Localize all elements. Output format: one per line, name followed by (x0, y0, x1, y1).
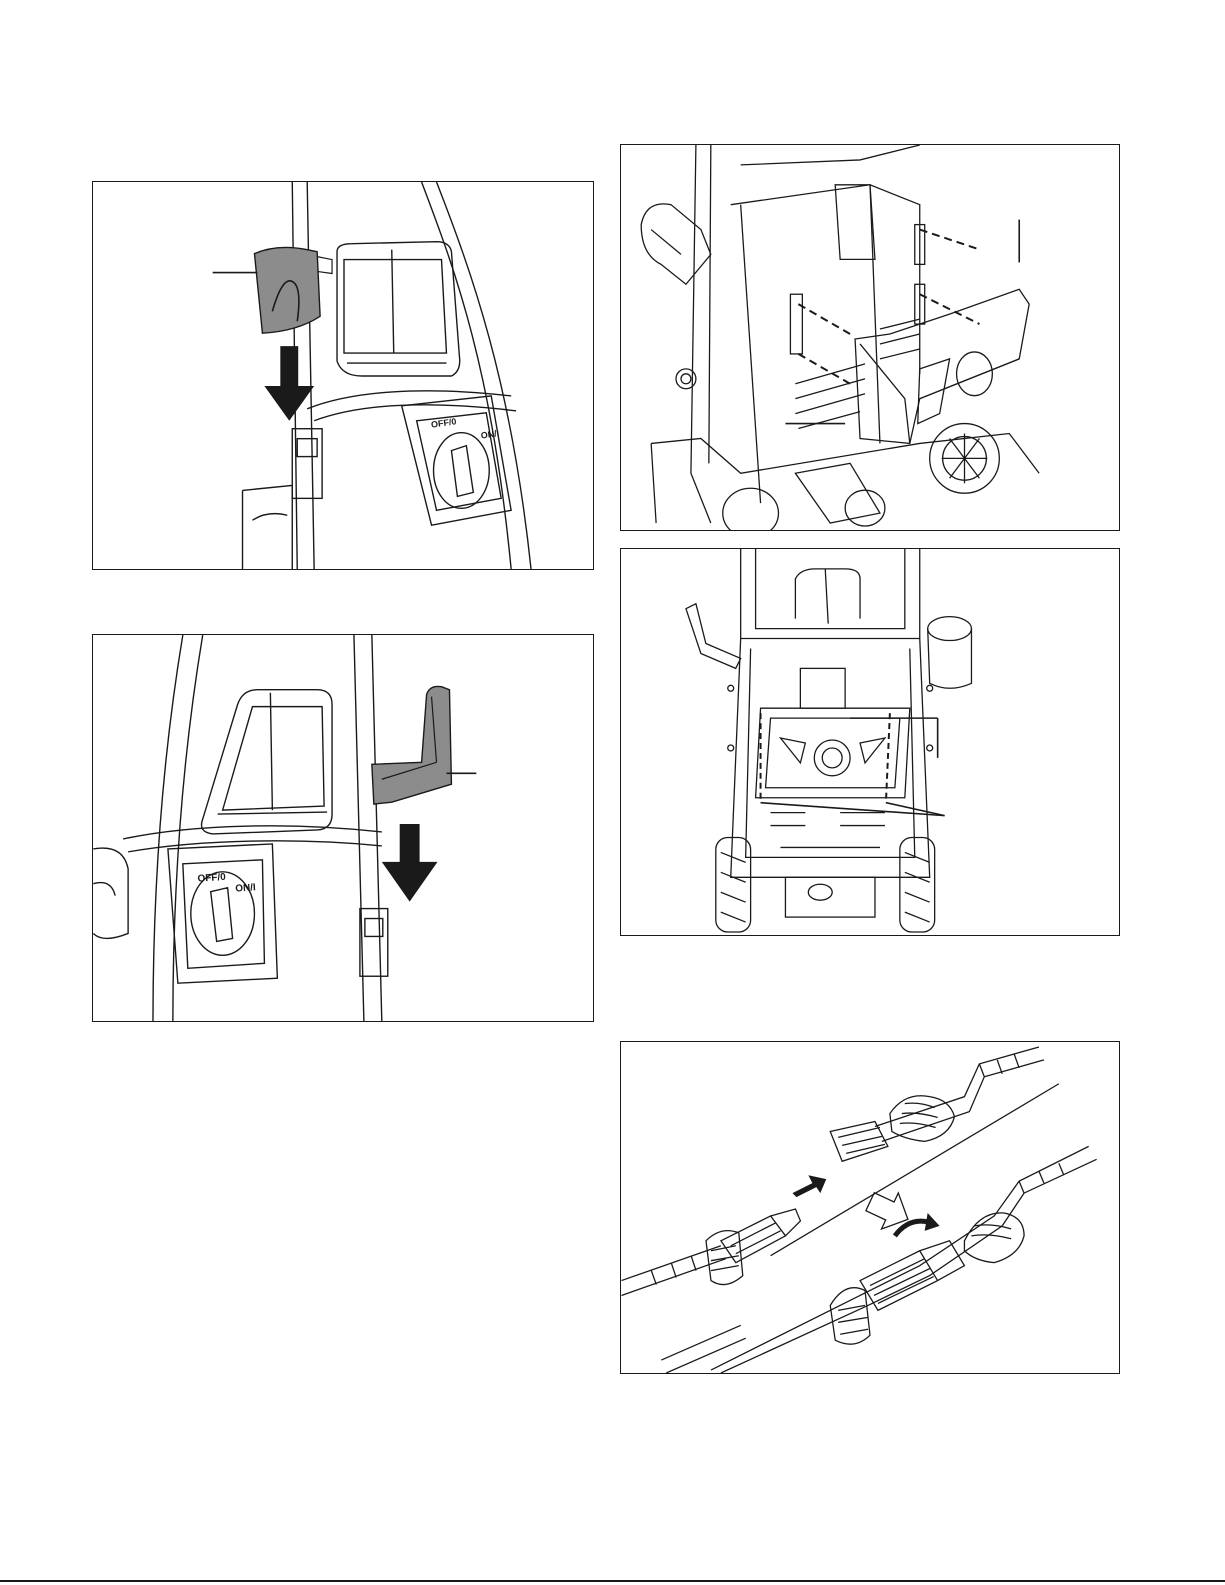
page-bottom-rule (0, 1580, 1225, 1582)
step-arrow-icon (862, 1184, 917, 1238)
figure-clip-removal: OFF/0 ON/I (92, 181, 594, 570)
down-arrow-icon (264, 346, 314, 421)
switch-on-label: ON/I (480, 428, 500, 440)
push-arrow-icon (792, 1175, 826, 1197)
figure-clip-removal-illustration: OFF/0 ON/I (93, 182, 593, 569)
figure-tray-installation-illustration (621, 145, 1119, 530)
alignment-guides (798, 230, 979, 384)
down-arrow-icon (382, 824, 438, 902)
accessory-clip-shape (254, 247, 320, 333)
hose-hook-shape (372, 686, 452, 804)
switch-off-label: OFF/0 (197, 872, 226, 885)
figure-hook-removal-illustration: OFF/0 ON/I (93, 635, 593, 1021)
switch-off-label: OFF/0 (430, 416, 456, 429)
screw-guides (761, 713, 890, 803)
figure-hook-removal: OFF/0 ON/I (92, 634, 594, 1022)
figure-tray-screws-illustration (621, 549, 1119, 935)
figure-wand-connection-illustration (621, 1042, 1119, 1373)
switch-on-label: ON/I (235, 882, 256, 894)
figure-tray-installation (620, 144, 1120, 531)
figure-wand-connection (620, 1041, 1120, 1374)
figure-tray-screws (620, 548, 1120, 936)
